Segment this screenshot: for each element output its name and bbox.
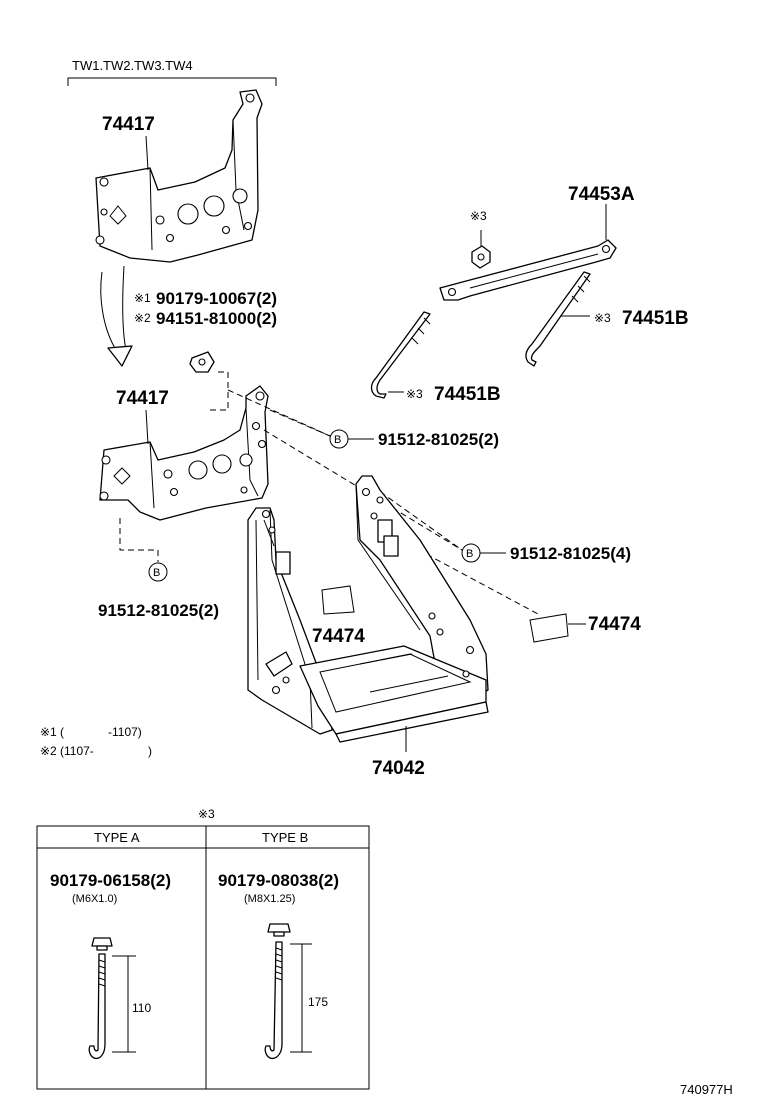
bracket-mid-drawing: 74417: [99, 385, 269, 521]
note3-mark-c: ※3: [406, 387, 423, 401]
note1-mark-a: ※1: [134, 291, 151, 305]
battery-carrier-drawing: 74042: [247, 475, 489, 779]
note3-mark-a: ※3: [470, 209, 487, 223]
note2-mark-b: ※2: [40, 744, 57, 758]
bracket-top-drawing: 74417: [95, 89, 263, 263]
diagram-code: 740977H: [680, 1082, 733, 1097]
type-b-length: 175: [308, 995, 328, 1009]
bolt-callout-lower-left: B 91512-81025(2): [98, 518, 219, 620]
table-note3-mark: ※3: [198, 807, 215, 821]
type-b-part-number: 90179-08038(2): [218, 871, 339, 890]
type-b-bolt-drawing: 175: [264, 923, 328, 1060]
model-range-label: TW1.TW2.TW3.TW4: [72, 58, 193, 73]
part-number-bracket-mid: 74417: [116, 388, 169, 409]
leader-dash-1: [227, 389, 331, 437]
hook-bolt-left-drawing: ※3 74451B: [370, 311, 501, 405]
nut-ref-2: 94151-81000(2): [156, 309, 277, 328]
clamp-drawing: 74453A ※3: [439, 184, 635, 301]
type-a-part-number: 90179-06158(2): [50, 871, 171, 890]
leader-dash-4: [371, 485, 463, 551]
pad-right-drawing: 74474: [529, 613, 641, 643]
bolt-callout-2: B 91512-81025(4): [461, 543, 631, 563]
model-range-bracket: TW1.TW2.TW3.TW4: [67, 58, 277, 86]
bolt-ref-1: 91512-81025(2): [378, 430, 499, 449]
bolt-type-table: ※3 TYPE A TYPE B 90179-06158(2) (M6X1.0)…: [36, 807, 370, 1090]
type-b-header: TYPE B: [262, 830, 308, 845]
bolt-callout-1: B 91512-81025(2): [329, 429, 499, 449]
type-a-length: 110: [132, 1001, 151, 1015]
type-a-spec: (M6X1.0): [72, 893, 117, 905]
leader-dash-5: [399, 539, 539, 615]
bolt-ref-2: 91512-81025(4): [510, 544, 631, 563]
note1-open: (: [60, 725, 64, 739]
circle-b-mark-b: B: [466, 548, 473, 560]
circle-b-mark-c: B: [153, 567, 160, 579]
part-number-pad-center: 74474: [312, 626, 365, 647]
part-number-pad-right: 74474: [588, 614, 641, 635]
part-number-bracket-top: 74417: [102, 114, 155, 135]
part-number-bolt-right: 74451B: [622, 308, 689, 329]
note2-mark-a: ※2: [134, 311, 151, 325]
note1-range: -1107): [108, 725, 142, 739]
pad-center-drawing: 74474: [312, 585, 365, 647]
circle-b-mark-a: B: [334, 434, 341, 446]
nut-ref-1: 90179-10067(2): [156, 289, 277, 308]
note2-range: (1107-: [60, 744, 94, 758]
hook-bolt-right-drawing: ※3 74451B: [525, 271, 689, 367]
type-b-spec: (M8X1.25): [244, 893, 295, 905]
nut-callouts: ※1 90179-10067(2) ※2 94151-81000(2): [134, 289, 277, 411]
leader-dash-2: [269, 409, 331, 437]
part-number-carrier: 74042: [372, 758, 425, 779]
part-number-clamp: 74453A: [568, 184, 635, 205]
date-notes: ※1 ( -1107) ※2 (1107- ): [40, 725, 152, 758]
note2-close: ): [148, 744, 152, 758]
bolt-ref-3: 91512-81025(2): [98, 601, 219, 620]
assembly-arrow: [100, 265, 133, 367]
note1-mark-b: ※1: [40, 725, 57, 739]
part-number-bolt-left: 74451B: [434, 384, 501, 405]
note3-mark-b: ※3: [594, 311, 611, 325]
type-a-header: TYPE A: [94, 830, 140, 845]
type-a-bolt-drawing: 110: [88, 937, 151, 1060]
